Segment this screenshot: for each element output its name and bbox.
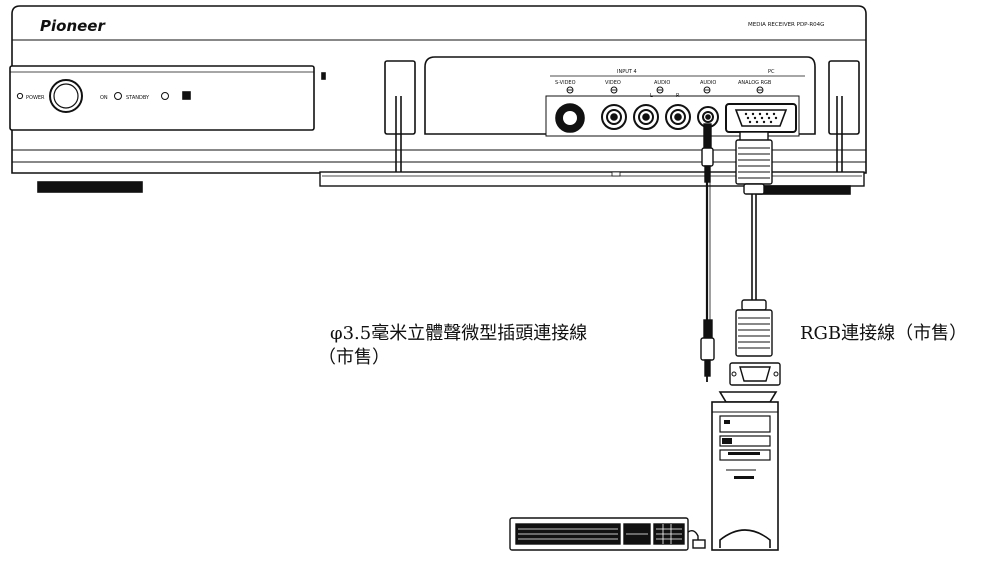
on-label: ON: [100, 95, 108, 101]
rgb-cable-label: RGB連接線（市售）: [800, 323, 968, 344]
input-arrow-icons: [566, 86, 764, 94]
audio-pc-label: AUDIO: [700, 80, 716, 86]
standby-label: STANDBY: [126, 95, 150, 101]
pc-label: PC: [768, 69, 775, 75]
media-receiver: [9, 5, 867, 195]
pc-tower: [711, 391, 779, 551]
audio-mini-plug-cable: [700, 123, 715, 382]
svideo-label: S-VIDEO: [555, 80, 576, 86]
analog-rgb-label: ANALOG RGB: [738, 80, 772, 86]
audio-cable-label-line1: φ3.5毫米立體聲微型插頭連接線: [330, 323, 588, 344]
power-label: POWER: [26, 95, 45, 101]
keyboard: [509, 517, 706, 551]
brand-logo: Pioneer: [40, 17, 106, 35]
audio-cable-label-line2: （市售）: [318, 347, 390, 368]
model-label: MEDIA RECEIVER PDP-R04G: [748, 22, 824, 28]
audio-input4-label: AUDIO: [654, 80, 670, 86]
video-label: VIDEO: [605, 80, 621, 86]
input4-label: INPUT 4: [617, 69, 637, 75]
rgb-cable: [729, 131, 781, 386]
r-label: R: [676, 93, 680, 99]
l-label: L: [650, 93, 653, 99]
